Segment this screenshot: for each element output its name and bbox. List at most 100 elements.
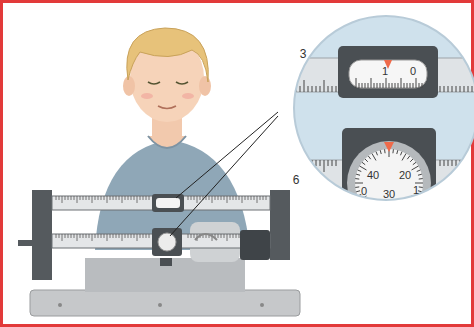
tick-mark [386,78,387,88]
tick-mark [355,183,363,184]
tick-mark [134,234,135,238]
tick-mark [113,234,114,238]
tick-mark [89,196,90,200]
tick-mark [380,212,381,216]
scale-number: 3 [300,48,307,60]
tick-mark [332,160,333,166]
tick-mark [131,234,132,238]
tick-mark [444,86,445,92]
tick-mark [384,149,386,153]
tick-mark [149,234,150,238]
tick-mark [324,160,325,172]
tick-mark [191,196,192,200]
tick-mark [116,234,117,238]
tick-mark [248,196,249,200]
tick-mark [368,83,369,88]
tick-mark [197,196,198,203]
tick-mark [104,196,105,200]
tick-mark [389,209,390,217]
tick-mark [77,234,78,241]
tick-mark [410,83,411,88]
tick-mark [107,234,108,241]
tick-mark [292,86,293,92]
tick-mark [68,234,69,238]
tick-mark [328,86,329,92]
tick-mark [288,86,289,92]
tick-mark [456,160,457,166]
tick-mark [407,156,409,159]
tick-mark [400,152,402,156]
tick-mark [365,83,366,88]
tick-mark [74,196,75,200]
tick-mark [71,196,72,200]
tick-mark [368,207,370,210]
tick-mark [444,160,445,166]
tick-mark [419,186,423,188]
tick-mark [80,196,81,200]
tick-mark [245,196,246,200]
tick-mark [412,166,419,170]
tick-mark [410,159,413,162]
tick-mark [266,196,267,200]
tick-mark [359,83,360,88]
boy [95,28,250,250]
tick-mark [98,234,99,238]
tick-mark [188,196,189,200]
tick-mark [83,234,84,238]
tick-mark [86,234,87,238]
tick-mark [320,160,321,166]
tick-mark [392,149,394,153]
tick-mark [122,234,123,241]
tick-mark [380,83,381,88]
tick-mark [413,201,416,203]
tick-mark [332,86,333,92]
tick-mark [452,160,453,166]
tick-mark [377,83,378,88]
tick-mark [257,196,258,203]
tick-mark [65,234,66,238]
tick-mark [125,234,126,238]
tick-mark [400,211,402,215]
tick-mark [62,234,63,241]
tick-mark [440,160,441,166]
tick-mark [149,196,150,200]
tick-mark [128,234,129,238]
tick-mark [372,206,376,213]
tick-mark [128,196,129,200]
tick-mark [413,162,416,164]
tick-mark [468,86,469,92]
tick-mark [242,196,243,203]
tick-mark [404,83,405,88]
tick-mark [380,150,381,154]
tick-mark [376,211,378,215]
tick-mark [328,160,329,166]
zoom-circle [280,16,474,225]
tick-mark [56,234,57,238]
tick-mark [230,196,231,200]
tick-mark [389,83,390,88]
tick-mark [456,86,457,92]
tick-mark [233,234,234,238]
tick-mark [101,234,102,238]
tick-mark [308,160,309,166]
tick-mark [300,86,301,92]
tick-mark [419,83,420,88]
tick-mark [86,196,87,200]
tick-mark [397,212,398,216]
tick-mark [221,196,222,200]
tick-mark [383,83,384,88]
tick-mark [62,196,63,203]
tick-mark [227,196,228,203]
tick-mark [107,196,108,203]
tick-mark [209,196,210,200]
tick-mark [336,86,337,92]
tick-mark [146,196,147,200]
tick-mark [284,80,285,92]
scale-number: 1 [413,185,419,196]
tick-mark [239,196,240,200]
tick-mark [292,160,293,166]
tick-mark [324,80,325,92]
beam-scale [18,190,300,316]
tick-mark [140,196,141,200]
